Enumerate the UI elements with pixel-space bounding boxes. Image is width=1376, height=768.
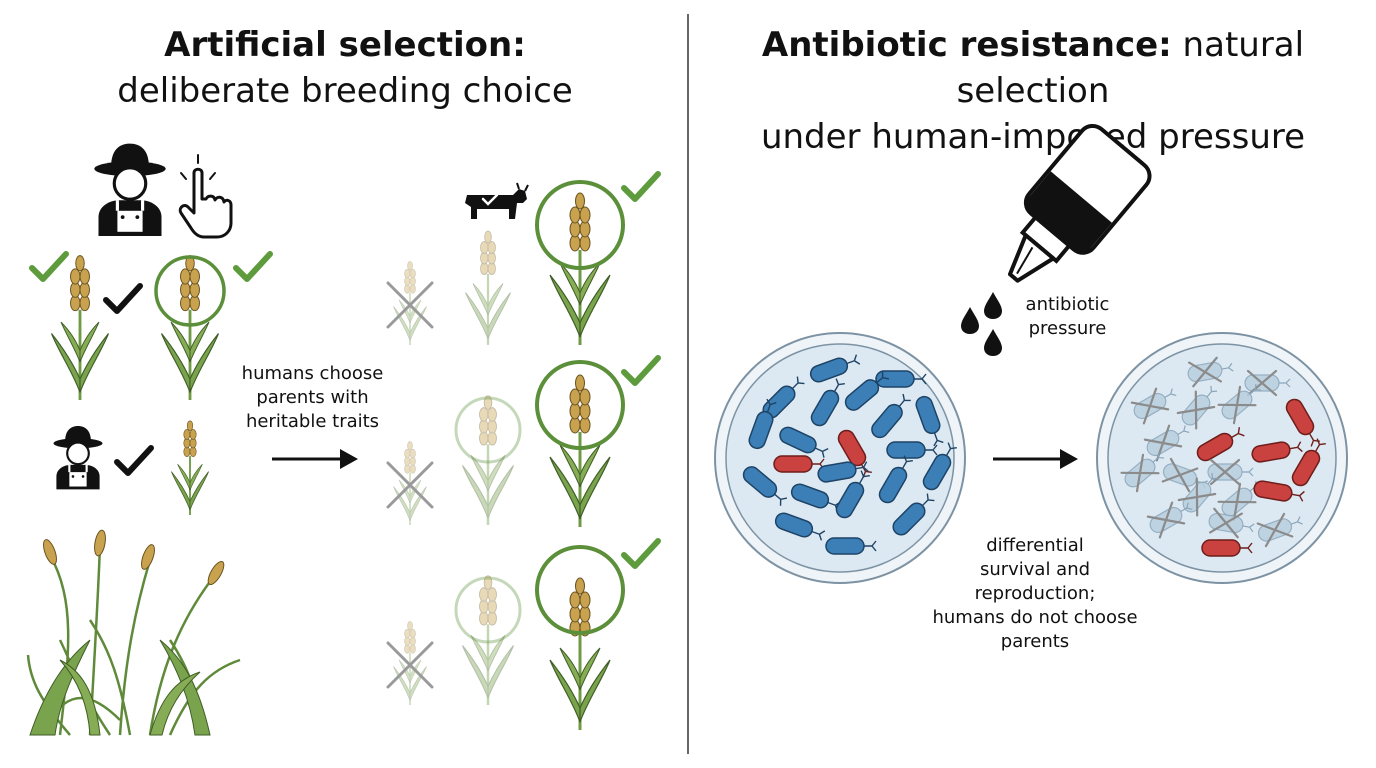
selection-circle (535, 545, 625, 635)
check-icon (32, 254, 66, 279)
cow-icon (465, 182, 529, 219)
wheat-icon (548, 576, 612, 732)
right-caption-line: differential (986, 535, 1084, 556)
pressure-caption-line: antibiotic (1025, 294, 1110, 315)
pressure-caption: antibiotic pressure (1010, 293, 1125, 341)
right-caption-line: parents (1000, 631, 1070, 652)
wheat-icon (461, 394, 515, 527)
right-caption-line: reproduction; (974, 583, 1096, 604)
drop-icon (961, 307, 979, 334)
selection-circle (454, 576, 522, 644)
pressure-caption-line: pressure (1028, 318, 1107, 339)
wheat-icon (461, 574, 515, 707)
antibiotic-bottle-icon (1007, 123, 1152, 283)
left-title: Artificial selection: deliberate breedin… (60, 22, 630, 114)
check-icon (624, 541, 658, 566)
selection-circle (535, 360, 625, 450)
right-caption: differential survival and reproduction; … (915, 534, 1155, 654)
left-caption: humans choose parents with heritable tra… (215, 362, 410, 434)
check-icon (106, 286, 140, 311)
drop-icon (984, 292, 1002, 319)
right-title-bold: Antibiotic resistance: (761, 25, 1172, 65)
check-icon (624, 358, 658, 383)
selection-circle (454, 396, 522, 464)
right-caption-line: survival and (979, 559, 1091, 580)
wheat-icon (170, 419, 210, 516)
left-caption-line: heritable traits (245, 411, 380, 432)
selection-circle (154, 255, 226, 327)
check-icon (624, 174, 658, 199)
wheat-icon (160, 254, 220, 402)
right-title-rest: natural selection (956, 25, 1305, 111)
wheat-icon (464, 229, 512, 347)
farmer-icon (92, 142, 168, 238)
wheat-icon (548, 373, 612, 529)
check-icon (117, 448, 151, 473)
check-icon (236, 254, 270, 279)
left-caption-line: humans choose (241, 363, 384, 384)
left-caption-line: parents with (256, 387, 369, 408)
right-title: Antibiotic resistance: natural selection… (700, 22, 1366, 160)
pointing-hand-icon (178, 154, 233, 239)
wild-grass (26, 529, 241, 736)
wheat-icon (50, 254, 110, 402)
arrow-icon (272, 449, 358, 469)
drop-icon (984, 329, 1002, 356)
arrow-icon (993, 449, 1078, 469)
right-caption-line: humans do not choose (932, 607, 1138, 628)
left-title-bold: Artificial selection: (164, 25, 526, 65)
left-title-line2: deliberate breeding choice (117, 71, 573, 111)
right-title-line2: under human-imposed pressure (760, 117, 1306, 157)
farmer-icon (52, 424, 104, 491)
selection-circle (535, 180, 625, 270)
